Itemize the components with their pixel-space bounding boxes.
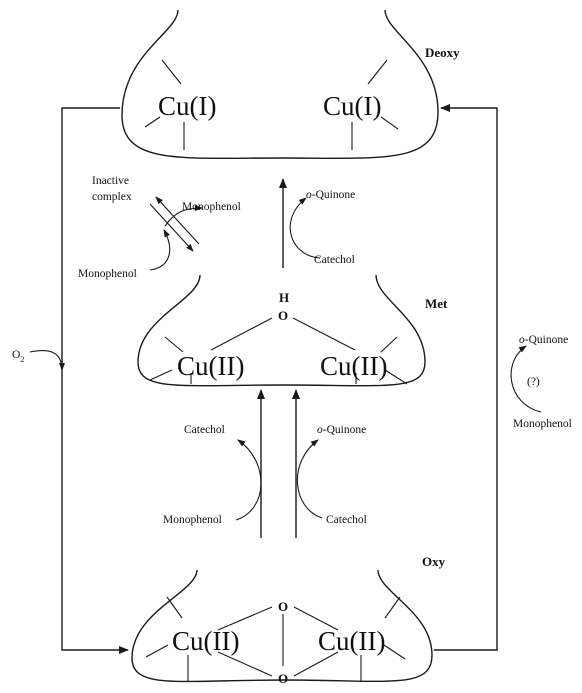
right-curved-arrow bbox=[510, 345, 542, 413]
o-quinone-right-label: o-Quinone bbox=[519, 334, 568, 346]
oxy-to-met-transitions: Catechol Monophenol o-Quinone Catechol bbox=[163, 389, 367, 538]
deoxy-cu-right: Cu(I) bbox=[323, 91, 381, 121]
met-to-deoxy-catechol: o-Quinone Catechol bbox=[279, 178, 355, 268]
oxy-ligand bbox=[384, 596, 401, 619]
right-mid-curved-arrow bbox=[296, 439, 323, 519]
deoxy-cu-left: Cu(I) bbox=[158, 91, 216, 121]
catechol-top-curved-arrow bbox=[289, 197, 321, 259]
inactive-lower-curved-arrow bbox=[149, 229, 171, 271]
met-ligand bbox=[384, 369, 408, 385]
deoxy-label: Deoxy bbox=[425, 45, 460, 60]
monophenol-upper-label: Monophenol bbox=[182, 201, 241, 213]
oxy-ligand bbox=[166, 596, 183, 619]
o2-label: O2 bbox=[12, 349, 24, 364]
right-monophenol-oxidation: o-Quinone (?) Monophenol bbox=[510, 334, 572, 430]
met-vessel-outline bbox=[137, 274, 426, 387]
inactive-upper-curved-arrow bbox=[164, 205, 203, 227]
oxy-cu-o-bond bbox=[217, 606, 273, 631]
met-cu-right: Cu(II) bbox=[320, 351, 387, 381]
oxy-ligand bbox=[383, 644, 406, 660]
o-quinone-mid-label: o-Quinone bbox=[317, 424, 366, 436]
oxy-ligand bbox=[145, 644, 169, 658]
oxy-cu-o-bond bbox=[293, 651, 339, 677]
monophenol-right-label: Monophenol bbox=[513, 418, 572, 430]
question-mark-label: (?) bbox=[527, 376, 540, 388]
met-label: Met bbox=[425, 296, 448, 311]
met-ligand bbox=[164, 336, 184, 353]
oxy-label: Oxy bbox=[422, 554, 446, 569]
met-bridge-h: H bbox=[279, 290, 289, 305]
met-ligand bbox=[380, 336, 398, 353]
left-curved-arrow bbox=[235, 439, 262, 521]
catechol-top-label: Catechol bbox=[314, 254, 355, 266]
equilibrium-arrow-back bbox=[155, 196, 200, 245]
oxy-cu-o-bond bbox=[217, 651, 273, 677]
met-ligand bbox=[149, 369, 173, 381]
catechol-mid-right-label: Catechol bbox=[326, 514, 367, 526]
equilibrium-arrow-forward bbox=[149, 203, 194, 252]
met-bridge-o: O bbox=[278, 308, 288, 323]
catechol-mid-left-label: Catechol bbox=[184, 424, 225, 436]
deoxy-ligand bbox=[144, 116, 161, 128]
monophenol-lower-label: Monophenol bbox=[78, 268, 137, 280]
inactive-label-line2: complex bbox=[92, 191, 132, 203]
oxy-vessel-outline bbox=[131, 569, 433, 683]
met-cu-o-bond bbox=[292, 317, 356, 351]
o2-binding: O2 bbox=[12, 349, 65, 371]
oxy-bridge-o-top: O bbox=[278, 599, 288, 614]
deoxy-to-oxy-arrow bbox=[61, 107, 129, 654]
oxy-cu-right: Cu(II) bbox=[318, 626, 385, 656]
met-complex: H O Cu(II) Cu(II) Met bbox=[137, 274, 448, 387]
deoxy-ligand bbox=[161, 59, 182, 85]
deoxy-vessel-outline bbox=[121, 9, 439, 160]
deoxy-ligand bbox=[380, 116, 399, 130]
oxy-complex: O O Cu(II) Cu(II) Oxy bbox=[131, 554, 446, 686]
monophenol-mid-left-label: Monophenol bbox=[163, 514, 222, 526]
met-cu-o-bond bbox=[210, 317, 273, 351]
o2-curved-arrow bbox=[29, 350, 65, 371]
met-cu-left: Cu(II) bbox=[177, 351, 244, 381]
deoxy-complex: Cu(I) Cu(I) Deoxy bbox=[121, 9, 460, 160]
oxy-cu-o-bond bbox=[293, 606, 339, 631]
oxy-to-deoxy-arrow bbox=[434, 104, 498, 651]
deoxy-ligand bbox=[367, 59, 388, 85]
oxy-cu-left: Cu(II) bbox=[172, 626, 239, 656]
o-quinone-top-label: o-Quinone bbox=[306, 189, 355, 201]
oxy-bridge-o-bottom: O bbox=[278, 671, 288, 686]
inactive-complex-equilibrium: Inactive complex Monophenol Monophenol bbox=[78, 175, 241, 280]
inactive-label-line1: Inactive bbox=[92, 175, 129, 187]
